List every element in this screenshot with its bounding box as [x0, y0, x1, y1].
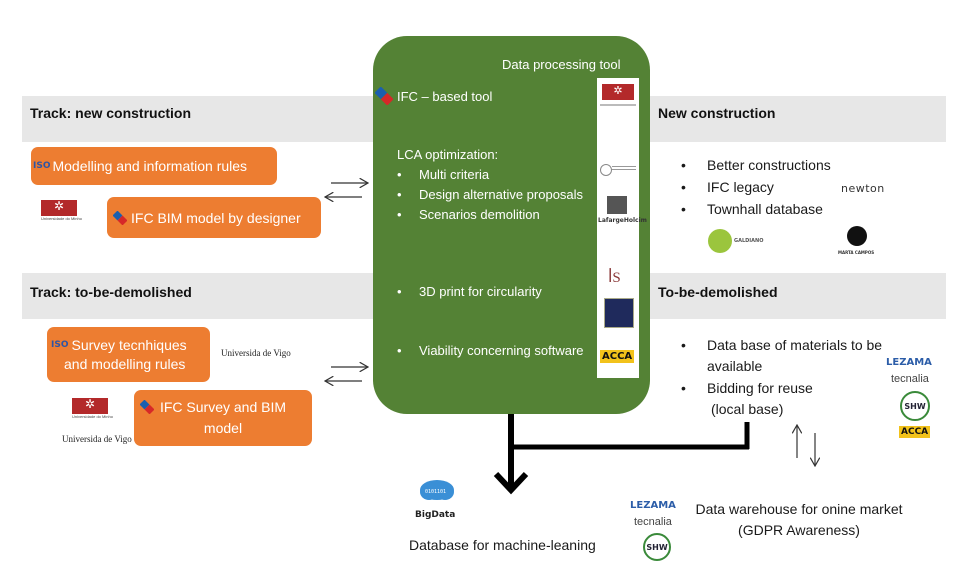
band-new-construction-right	[650, 96, 946, 142]
track-demolished-title: Track: to-be-demolished	[30, 284, 192, 300]
ifc-based-tool-label: IFC – based tool	[397, 88, 493, 104]
bullet: •	[397, 207, 402, 222]
uvigo-logo: Universida de Vigo	[221, 348, 291, 358]
warehouse-line1: Data warehouse for onine market	[695, 501, 903, 517]
lca-item-2: • Design alternative proposals	[397, 187, 583, 202]
survey-line1: Survey tecnhiques	[71, 337, 187, 353]
iso-icon: ISO	[51, 340, 69, 350]
demolished-item1-line2: available	[707, 358, 763, 374]
shw-logo-bottom: SHW	[643, 533, 671, 561]
uminho-logo: ✲ Universidade do Minho	[41, 199, 82, 221]
lca-item-label: Scenarios demolition	[419, 207, 540, 222]
marta-campos-text: MARTA CAMPOS	[838, 250, 875, 255]
uminho-logo-bottom: ✲ Universidade do Minho	[72, 397, 113, 419]
demolished-item2-line2: (local base)	[711, 401, 784, 417]
bullet: •	[397, 187, 402, 202]
bullet: •	[397, 167, 402, 182]
ifc-logo-icon	[375, 87, 393, 105]
lezama-logo: LEZAMA	[886, 357, 932, 368]
university-crest-icon	[604, 298, 634, 328]
tecnalia-logo-bottom: tecnalia	[634, 516, 672, 528]
ls-logo: ꟾS	[608, 270, 621, 286]
uminho-caption: Universidade do Minho	[72, 414, 113, 419]
demolished-item2-line1: Bidding for reuse	[707, 380, 813, 396]
down-arrow-head	[493, 471, 529, 495]
lca-item-1: • Multi criteria	[397, 167, 489, 182]
uvigo-logo-bottom: Universida de Vigo	[62, 434, 132, 444]
bigdata-label: BigData	[415, 510, 456, 520]
modelling-rules-box: ISO Modelling and information rules	[31, 147, 277, 185]
ifc-survey-line1: IFC Survey and BIM	[159, 399, 287, 415]
tecnalia-logo: tecnalia	[891, 373, 929, 385]
shw-logo: SHW	[900, 391, 930, 421]
newton-logo: newton	[841, 182, 885, 195]
warehouse-line2: (GDPR Awareness)	[738, 522, 860, 538]
svg-text:0101101: 0101101	[425, 489, 446, 495]
bullet: •	[681, 157, 686, 173]
new-construction-title: New construction	[658, 105, 776, 121]
lezama-logo-bottom: LEZAMA	[630, 500, 676, 511]
print-3d-label: 3D print for circularity	[419, 284, 542, 299]
bullet: •	[681, 179, 686, 195]
demolished-item-1: • Data base of materials to be available	[681, 335, 882, 377]
marta-campos-logo-icon	[847, 226, 867, 246]
data-processing-title: Data processing tool	[502, 57, 621, 72]
track-new-construction-title: Track: new construction	[30, 105, 192, 121]
to-be-demolished-title: To-be-demolished	[658, 284, 778, 300]
band-new-construction-left	[22, 96, 374, 142]
ifc-bim-model-box: IFC BIM model by designer	[107, 197, 321, 238]
acca-logo: ACCA	[600, 350, 635, 363]
demolished-item-2: • Bidding for reuse (local base)	[681, 378, 813, 420]
uminho-caption: Universidade do Minho	[41, 216, 82, 221]
band-demolished-left	[22, 273, 374, 319]
demolished-item1-line1: Data base of materials to be	[707, 337, 883, 353]
viability-item: • Viability concerning software	[397, 343, 584, 358]
uminho-text-icon	[600, 104, 636, 106]
bigdata-cloud-icon: 0101101	[420, 480, 454, 500]
lca-item-label: Design alternative proposals	[419, 187, 584, 202]
ifc-based-tool-row: IFC – based tool	[375, 87, 492, 105]
lafargeholcim-text: LafargeHolcim	[598, 217, 647, 224]
new-item-2: • IFC legacy	[681, 179, 774, 195]
ifc-logo-icon	[113, 210, 127, 225]
new-item-label: Better constructions	[707, 157, 831, 173]
survey-line2: and modelling rules	[64, 356, 186, 372]
modelling-rules-label: Modelling and information rules	[52, 158, 248, 174]
new-item-label: IFC legacy	[707, 179, 774, 195]
uclm-seal-icon	[600, 164, 612, 176]
iso-icon: ISO	[33, 161, 51, 171]
viability-label: Viability concerning software	[419, 343, 584, 358]
bullet: •	[681, 201, 686, 217]
ifc-logo-icon	[140, 400, 154, 414]
print-3d-item: • 3D print for circularity	[397, 284, 542, 299]
data-warehouse-label: Data warehouse for onine market (GDPR Aw…	[688, 499, 910, 541]
ifc-survey-line2: model	[203, 420, 243, 436]
partner-logo-strip: ✲ LafargeHolcim ꟾS ACCA	[597, 78, 647, 378]
bullet: •	[397, 284, 402, 299]
galdiano-logo-text: GALDIANO	[734, 238, 764, 244]
bullet: •	[397, 343, 402, 358]
new-item-3: • Townhall database	[681, 201, 823, 217]
band-demolished-right	[650, 273, 946, 319]
lafargeholcim-logo	[607, 196, 627, 214]
bullet: •	[681, 380, 686, 396]
lca-title: LCA optimization:	[397, 147, 499, 162]
uminho-logo-strip: ✲	[602, 84, 634, 100]
acca-logo-right: ACCA	[899, 426, 931, 438]
lca-item-3: • Scenarios demolition	[397, 207, 540, 222]
new-item-1: • Better constructions	[681, 157, 831, 173]
database-ml-label: Database for machine-leaning	[409, 537, 596, 553]
lca-item-label: Multi criteria	[419, 167, 490, 182]
galdiano-logo-icon	[708, 229, 732, 253]
ifc-survey-bim-box: IFC Survey and BIM model	[134, 390, 312, 446]
survey-techniques-box: ISO Survey tecnhiques and modelling rule…	[47, 327, 210, 382]
ifc-bim-model-label: IFC BIM model by designer	[131, 209, 301, 226]
uclm-text-icon	[612, 166, 636, 172]
new-item-label: Townhall database	[707, 201, 823, 217]
bullet: •	[681, 337, 686, 353]
